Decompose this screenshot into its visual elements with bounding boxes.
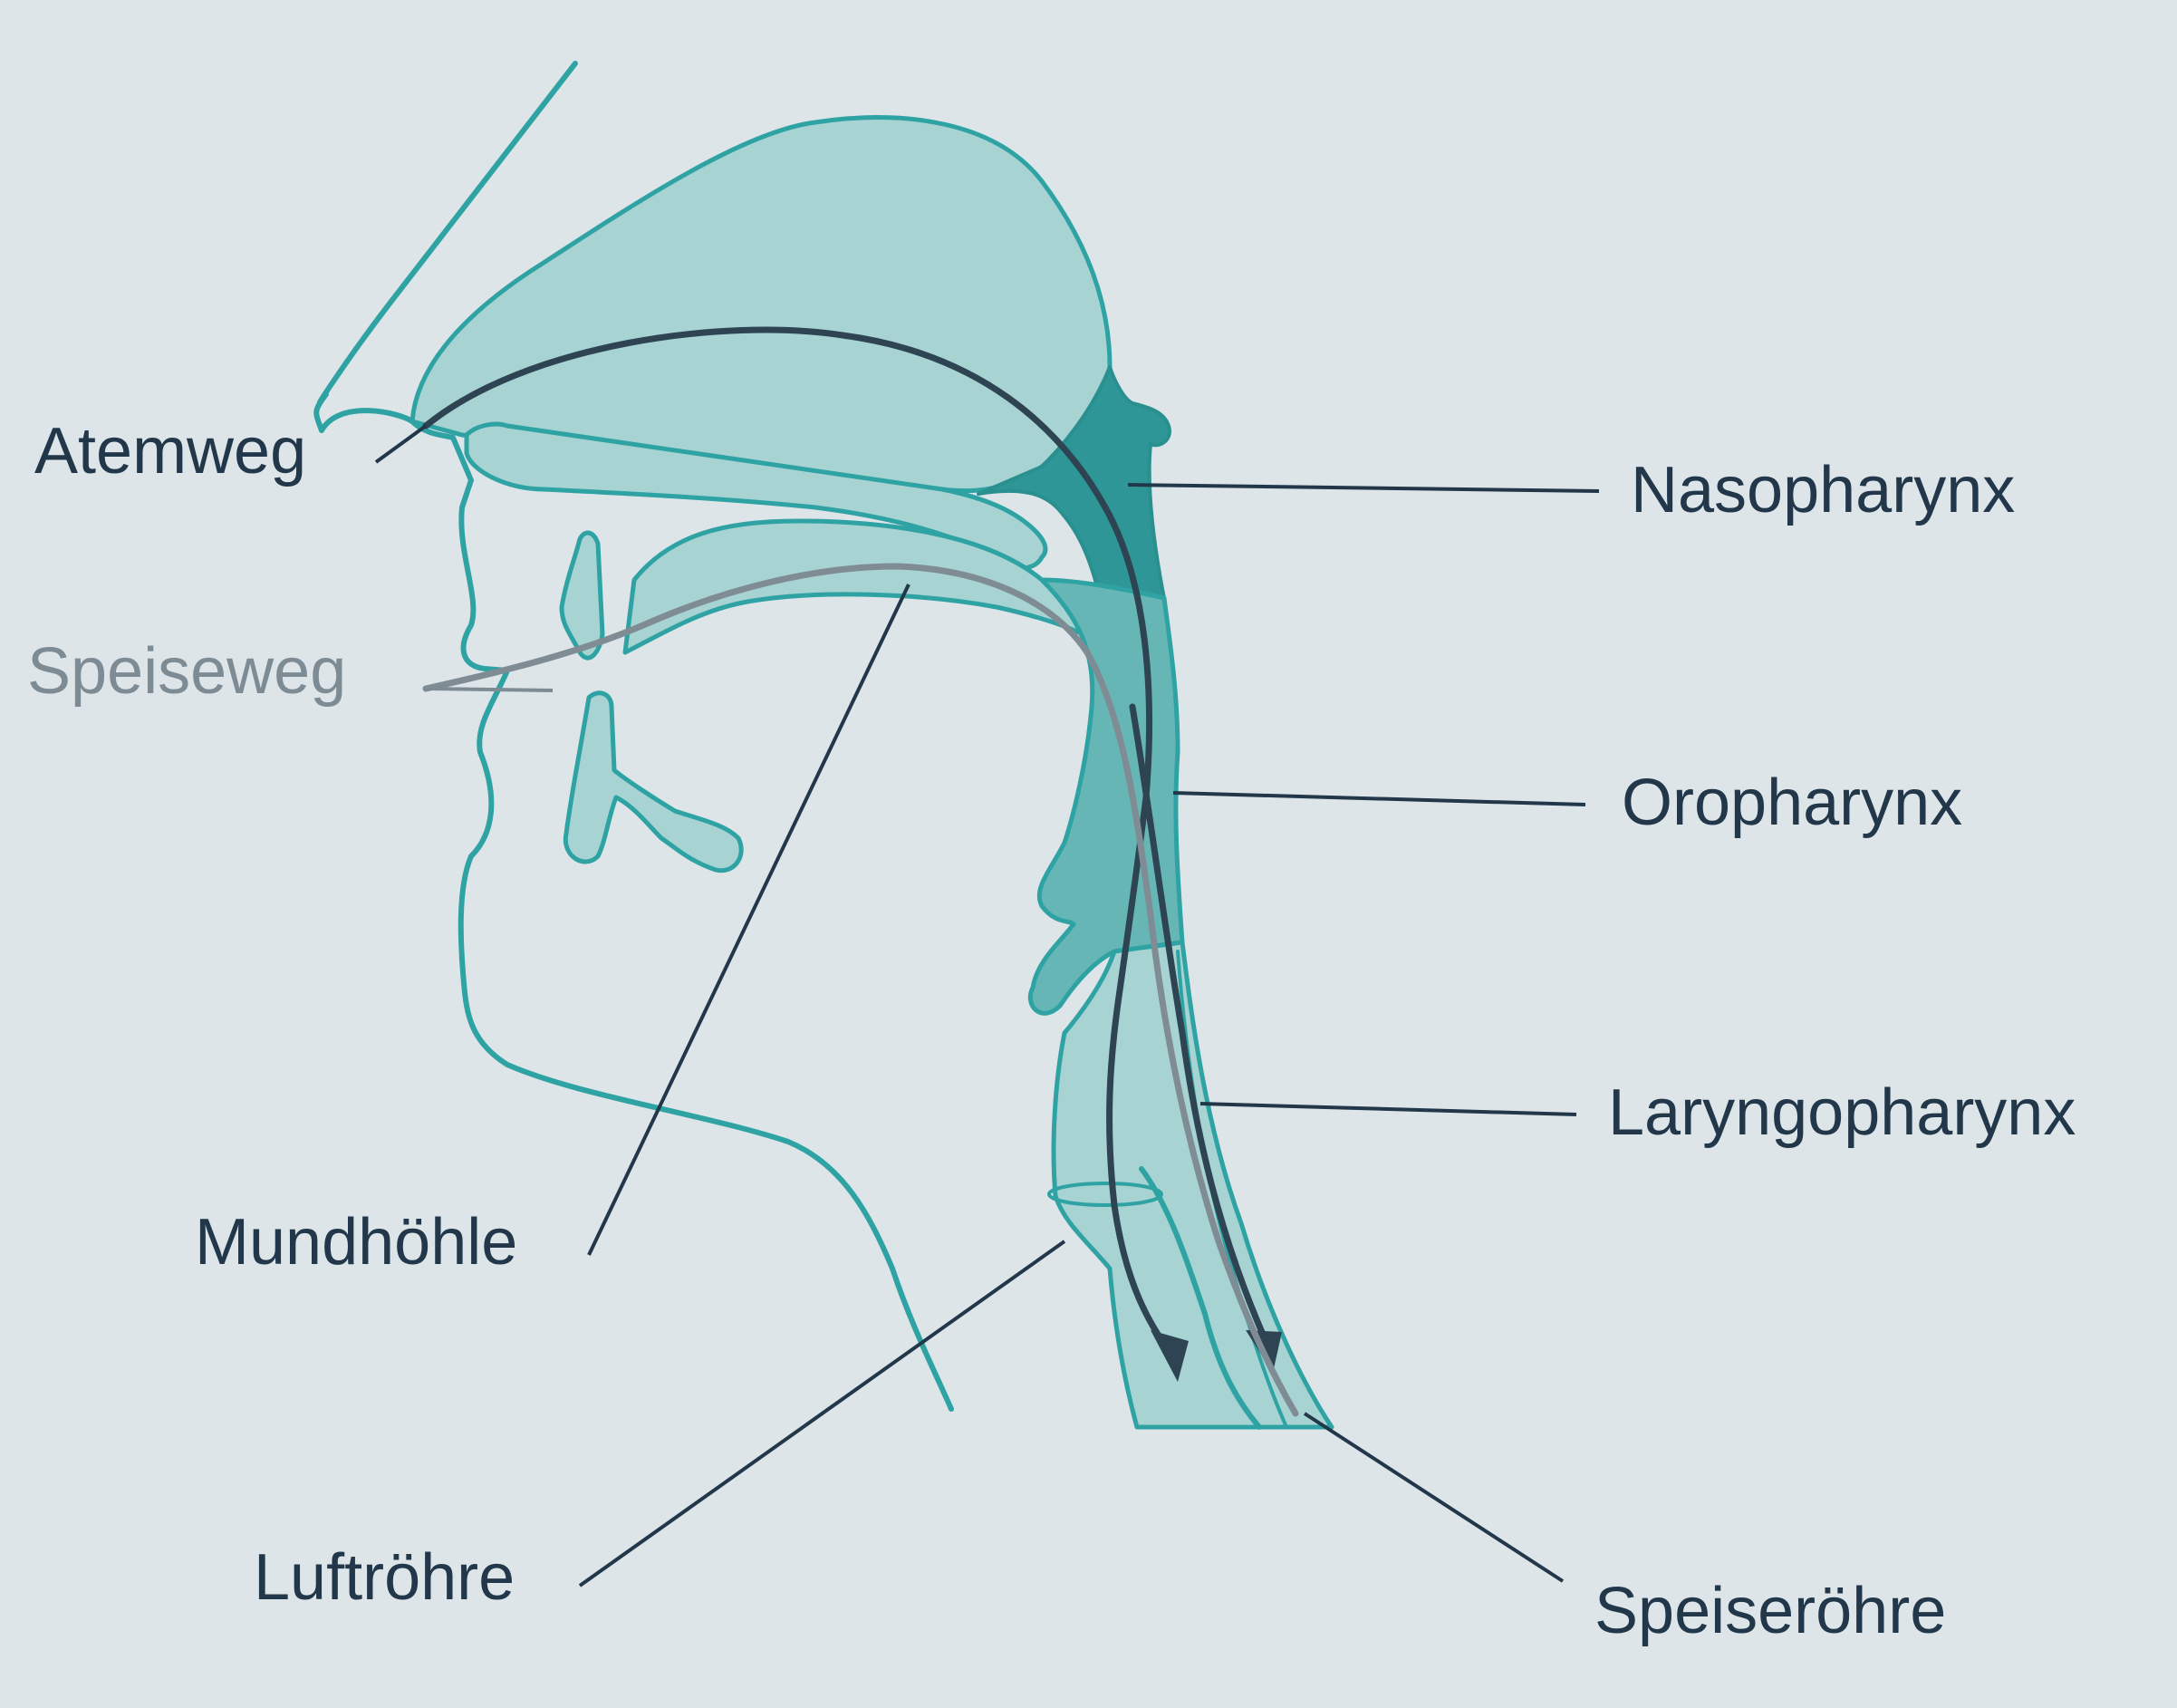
label-oropharynx: Oropharynx bbox=[1622, 767, 1962, 839]
oropharynx-leader bbox=[1172, 791, 1586, 806]
label-speiseweg: Speiseweg bbox=[27, 635, 346, 708]
airway-arrow-path bbox=[422, 326, 1172, 1354]
nasopharynx-leader bbox=[1127, 483, 1600, 493]
upper-teeth bbox=[559, 530, 605, 661]
lower-teeth-jaw bbox=[563, 690, 744, 873]
face-profile-outline bbox=[313, 61, 954, 1412]
atemweg-leader bbox=[374, 424, 428, 464]
luftroehre-leader bbox=[578, 1240, 1066, 1587]
label-laryngopharynx: Laryngopharynx bbox=[1608, 1076, 2076, 1149]
mundhoehle-leader bbox=[587, 584, 910, 1256]
trachea-ring bbox=[1047, 1182, 1163, 1207]
oropharynx-region bbox=[1027, 577, 1185, 1016]
label-nasopharynx: Nasopharynx bbox=[1631, 454, 2015, 526]
esophagus-wall bbox=[1139, 1166, 1262, 1430]
laryngopharynx-leader bbox=[1199, 1102, 1577, 1116]
foodway-arrow-path bbox=[422, 563, 1299, 1417]
label-atemweg: Atemweg bbox=[34, 415, 306, 487]
airway-branch-arrow-path bbox=[1129, 703, 1267, 1340]
larynx-trachea-region bbox=[1051, 940, 1334, 1430]
label-luftroehre: Luftröhre bbox=[254, 1541, 515, 1614]
label-speiseroehre: Speiseröhre bbox=[1594, 1575, 1946, 1647]
speiseweg-leader bbox=[425, 687, 554, 692]
label-mundhoehle: Mundhöhle bbox=[195, 1206, 517, 1279]
speiseroehre-leader bbox=[1303, 1412, 1565, 1583]
airway-arrowhead bbox=[1151, 1330, 1189, 1382]
